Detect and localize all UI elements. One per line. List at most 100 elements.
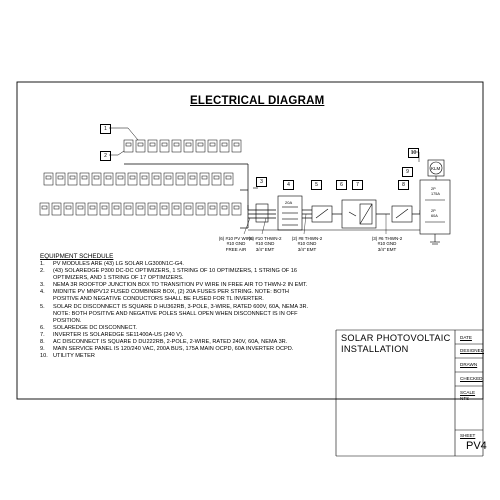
schedule-item-text: (43) SOLAREDGE P300 DC-DC OPTIMIZERS, 1 … xyxy=(53,268,297,282)
wire-label-line: (2) #8 THWN-2 xyxy=(291,236,323,241)
project-title: SOLAR PHOTOVOLTAIC INSTALLATION xyxy=(341,333,451,354)
schedule-item: 10.UTILITY METER xyxy=(40,353,312,360)
equipment-tag: 4 xyxy=(283,180,294,190)
wire-label-line: 3/4" EMT xyxy=(377,246,397,252)
pv-optimizer xyxy=(197,205,204,210)
pv-optimizer xyxy=(137,205,144,210)
pv-optimizer xyxy=(165,175,172,180)
combiner-box xyxy=(277,195,303,231)
schedule-item-number: 3. xyxy=(40,282,45,289)
meter-label: KLM xyxy=(431,166,441,171)
schedule-item-text: MAIN SERVICE PANEL IS 120/240 VAC, 200A … xyxy=(53,346,294,353)
utility-meter xyxy=(427,159,445,180)
pv-optimizer xyxy=(117,175,124,180)
sheet-label: SHEET xyxy=(460,433,476,438)
pv-optimizer xyxy=(233,205,240,210)
wire-label-thwn-8: (2) #8 THWN-2 #10 GND 3/4" EMT xyxy=(282,236,332,252)
wire-label-line: 3/4" EMT xyxy=(255,246,275,252)
main-service-panel xyxy=(419,179,451,245)
wire-label-line: (6) #10 THWN-2 xyxy=(248,236,282,241)
schedule-item: 9. MAIN SERVICE PANEL IS 120/240 VAC, 200… xyxy=(40,346,312,353)
pv-optimizer xyxy=(113,205,120,210)
pv-optimizer xyxy=(161,142,168,147)
schedule-item-number: 1. xyxy=(40,261,45,267)
schedule-item-text: PV MODULES ARE (43) LG SOLAR LG300N1C-G4… xyxy=(53,261,184,267)
equipment-tag: 3 xyxy=(256,177,267,187)
pv-optimizer xyxy=(177,175,184,180)
pv-optimizer xyxy=(65,205,72,210)
schedule-item-number: 5. xyxy=(40,303,45,310)
pv-optimizer xyxy=(77,205,84,210)
schedule-item-text: UTILITY METER xyxy=(53,353,95,360)
ac-disconnect xyxy=(391,205,413,223)
pv-optimizer xyxy=(173,205,180,210)
pv-optimizer xyxy=(101,205,108,210)
wire-label-leaders xyxy=(243,213,387,235)
pv-optimizer xyxy=(209,205,216,210)
dc-disconnect xyxy=(311,205,333,223)
pv-optimizer xyxy=(209,142,216,147)
schedule-item: 3. NEMA 3R ROOFTOP JUNCTION BOX TO TRANSI… xyxy=(40,282,312,289)
schedule-item-number: 8. xyxy=(40,339,45,346)
schedule-item-text: AC DISCONNECT IS SQUARE D DU222RB, 2-POL… xyxy=(53,339,288,346)
pv-optimizer xyxy=(53,205,60,210)
combiner-fuse-label: 20A xyxy=(285,200,292,205)
project-title-line: INSTALLATION xyxy=(341,343,409,354)
pv-optimizer xyxy=(141,175,148,180)
pv-optimizer xyxy=(149,205,156,210)
pv-optimizer xyxy=(185,142,192,147)
wire-label-thwn-6: (6) #10 THWN-2 #10 GND 3/4" EMT xyxy=(240,236,290,252)
pv-optimizer xyxy=(201,175,208,180)
leader-lines xyxy=(109,127,420,162)
schedule-item-number: 2. xyxy=(40,268,45,275)
pv-optimizer xyxy=(89,205,96,210)
equipment-schedule-title: EQUIPMENT SCHEDULE xyxy=(40,253,114,260)
schedule-item-text: SOLAR DC DISCONNECT IS SQUARE D HU362RB,… xyxy=(53,303,309,324)
wire-label-line: #10 GND xyxy=(377,241,397,247)
schedule-item-number: 4. xyxy=(40,289,45,296)
designed-label: DESIGNED xyxy=(460,348,484,353)
schedule-item: 5. SOLAR DC DISCONNECT IS SQUARE D HU362R… xyxy=(40,304,312,325)
main-conductors xyxy=(248,209,421,219)
panel-inverter-breaker-poles: 2P xyxy=(431,209,436,213)
scale-value: NTS xyxy=(460,396,470,401)
pv-optimizer xyxy=(173,142,180,147)
scale-label: SCALE xyxy=(460,390,476,395)
schedule-item: 7.INVERTER IS SOLAREDGE SE11400A-US (240… xyxy=(40,332,312,339)
equipment-tag: 10 xyxy=(408,148,419,158)
wire-label-pv: (6) #10 PV WIRE #10 GND FREE AIR xyxy=(206,236,266,252)
junction-box xyxy=(253,187,269,223)
pv-optimizer xyxy=(137,142,144,147)
schedule-item-text: SOLAREDGE DC DISCONNECT. xyxy=(53,324,137,331)
schedule-item-number: 9. xyxy=(40,346,45,353)
schedule-item: 4.MIDNITE PV MNPV12 FUSED COMBINER BOX, … xyxy=(40,289,312,303)
pv-optimizer xyxy=(233,142,240,147)
pv-optimizer xyxy=(41,205,48,210)
pv-optimizer xyxy=(125,142,132,147)
schedule-item-number: 7. xyxy=(40,331,45,338)
pv-optimizer xyxy=(185,205,192,210)
diagram-title: ELECTRICAL DIAGRAM xyxy=(190,95,325,107)
equipment-tag: 1 xyxy=(100,124,111,134)
pv-optimizer xyxy=(213,175,220,180)
pv-optimizer xyxy=(197,142,204,147)
equipment-tag: 2 xyxy=(100,151,111,161)
schedule-item-text: NEMA 3R ROOFTOP JUNCTION BOX TO TRANSITI… xyxy=(53,282,308,289)
wire-label-line: #10 GND xyxy=(297,241,317,247)
equipment-tag: 7 xyxy=(352,180,363,190)
sheet-number: PV4 xyxy=(466,440,487,452)
pv-optimizer xyxy=(189,175,196,180)
panel-main-breaker-poles: 2P xyxy=(431,187,436,191)
pv-optimizer xyxy=(129,175,136,180)
checked-label: CHECKED xyxy=(460,376,483,381)
equipment-tag: 9 xyxy=(402,167,413,177)
wire-label-line: (3) #6 THWN-2 xyxy=(371,236,403,241)
schedule-item: 2. (43) SOLAREDGE P300 DC-DC OPTIMIZERS, … xyxy=(40,268,312,282)
pv-optimizer xyxy=(81,175,88,180)
pv-optimizer xyxy=(125,205,132,210)
inverter xyxy=(341,199,377,229)
wire-label-line: FREE AIR xyxy=(225,246,247,252)
pv-optimizer xyxy=(153,175,160,180)
project-title-line: SOLAR PHOTOVOLTAIC xyxy=(341,333,451,343)
schedule-item: 1. PV MODULES ARE (43) LG SOLAR LG300N1C-… xyxy=(40,261,312,268)
